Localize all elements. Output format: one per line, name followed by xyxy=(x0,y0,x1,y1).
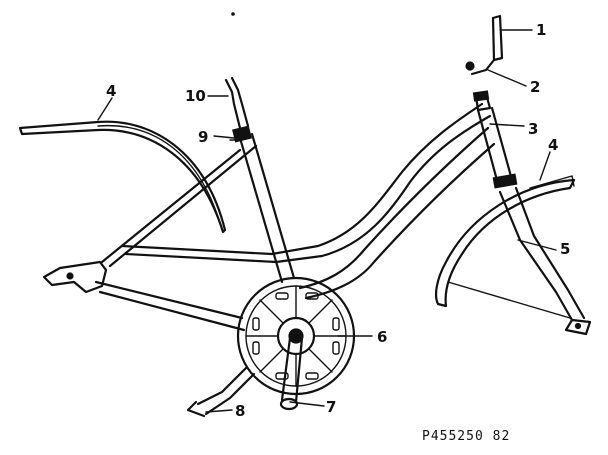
head-tube-assembly xyxy=(465,14,518,189)
front-fender xyxy=(435,175,576,319)
callout-2: 2 xyxy=(530,78,540,96)
chainring-guard xyxy=(236,276,356,396)
stray-dot xyxy=(231,12,235,16)
callout-5: 5 xyxy=(560,240,570,258)
main-frame xyxy=(94,102,496,332)
callout-1: 1 xyxy=(536,21,546,39)
leader-lines xyxy=(97,29,557,413)
callout-7: 7 xyxy=(326,398,336,416)
callout-4-rear-fender: 4 xyxy=(106,82,116,100)
part-number-code: P455250 82 xyxy=(422,429,510,444)
crank-arm xyxy=(279,336,304,411)
callout-10: 10 xyxy=(185,87,206,105)
rear-dropout xyxy=(42,260,108,294)
callout-6: 6 xyxy=(377,328,387,346)
callout-3: 3 xyxy=(528,120,538,138)
callout-8: 8 xyxy=(235,402,245,420)
rear-fender xyxy=(18,120,227,234)
callout-9: 9 xyxy=(198,128,208,146)
kickstand xyxy=(186,366,256,418)
seat-post-assembly xyxy=(224,76,252,143)
front-fork xyxy=(498,186,592,336)
callout-4-front-fender: 4 xyxy=(548,136,558,154)
